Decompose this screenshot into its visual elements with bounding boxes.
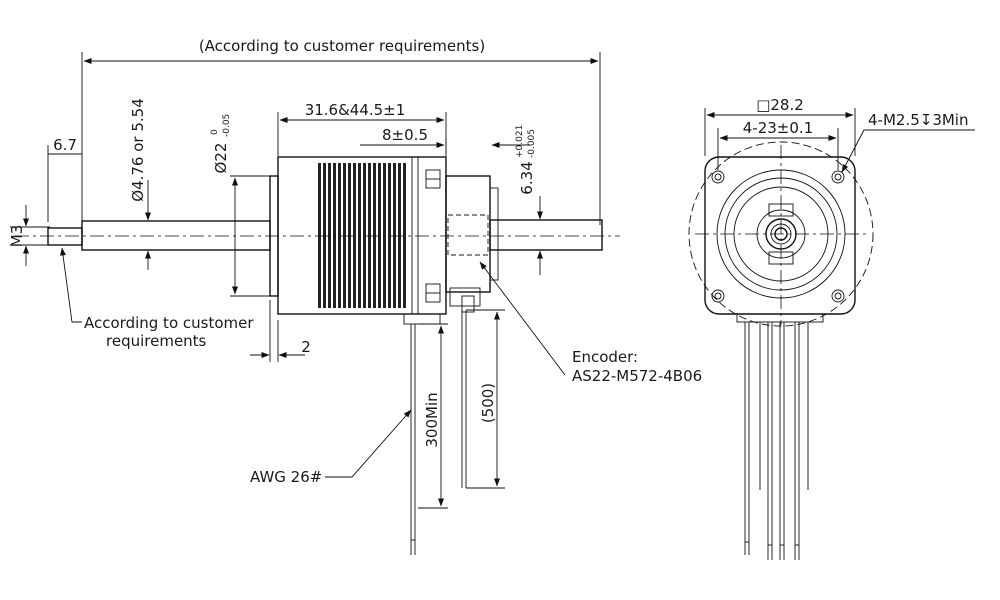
front-square-flange <box>704 156 856 315</box>
rear-length-label: 8±0.5 <box>382 126 428 144</box>
hole-spacing-dimension: 4-23±0.1 <box>717 119 839 170</box>
wire-gauge-note: AWG 26# <box>250 409 412 486</box>
mounting-holes-label: 4-M2.5↧3Min <box>868 111 968 129</box>
encoder-note: Encoder: AS22-M572-4B06 <box>479 261 702 385</box>
wire-length-ref-dimension: (500) <box>466 309 505 489</box>
square-size-label: □28.2 <box>756 96 804 114</box>
pilot-diameter-base: Ø22 <box>212 143 230 174</box>
encoder-label: Encoder: <box>572 348 638 366</box>
rear-length-dimension: 8±0.5 <box>360 126 530 156</box>
wire-length-min-dimension: 300Min <box>418 323 448 509</box>
rear-shaft-tol-lower: -0.005 <box>527 129 537 158</box>
front-lead-wires <box>744 322 809 560</box>
shaft-diameter-dimension: Ø4.76 or 5.54 <box>129 98 151 270</box>
thread-dimension: M3 <box>8 205 50 266</box>
front-note-line2: requirements <box>106 332 207 350</box>
flange-thickness-dimension: 2 <box>250 300 311 362</box>
rear-shaft-dimension: 6.34 +0.021 -0.005 <box>500 125 548 275</box>
overall-length-label: (According to customer requirements) <box>199 37 485 55</box>
motor-body <box>277 156 447 315</box>
mounting-holes <box>711 170 845 303</box>
wire-length-min-label: 300Min <box>423 392 441 447</box>
encoder-lead-wires <box>461 310 467 488</box>
shaft-diameter-label: Ø4.76 or 5.54 <box>129 98 147 201</box>
pilot-diameter-dimension: Ø22 0 -0.05 <box>210 114 272 297</box>
side-view: (According to customer requirements) 6.7… <box>8 37 702 555</box>
bolt-circle <box>688 141 874 327</box>
encoder-body <box>445 175 499 313</box>
square-size-dimension: □28.2 <box>704 96 856 156</box>
front-note: According to customer requirements <box>60 247 254 350</box>
shaft-end-length-label: 6.7 <box>53 136 77 154</box>
cooling-fins <box>318 163 406 308</box>
mounting-holes-note: 4-M2.5↧3Min <box>841 111 975 173</box>
body-length-label: 31.6&44.5±1 <box>305 101 406 119</box>
front-view: □28.2 4-23±0.1 4-M2.5↧3Min <box>688 96 975 560</box>
rear-shaft-base: 6.34 <box>518 161 536 194</box>
wire-length-ref-label: (500) <box>479 383 497 423</box>
encoder-model: AS22-M572-4B06 <box>572 367 702 385</box>
motor-lead-wires <box>403 313 441 555</box>
hole-spacing-label: 4-23±0.1 <box>743 119 813 137</box>
pilot-diameter-tol-upper: 0 <box>210 129 220 135</box>
wire-gauge-label: AWG 26# <box>250 468 322 486</box>
front-note-line1: According to customer <box>84 314 254 332</box>
overall-length-dimension: (According to customer requirements) <box>81 37 601 225</box>
rear-shaft-tol-upper: +0.021 <box>515 125 525 158</box>
flange-thickness-label: 2 <box>301 338 311 356</box>
shaft-end-dimension: 6.7 <box>47 136 82 222</box>
pilot-diameter-tol-lower: -0.05 <box>222 114 232 137</box>
